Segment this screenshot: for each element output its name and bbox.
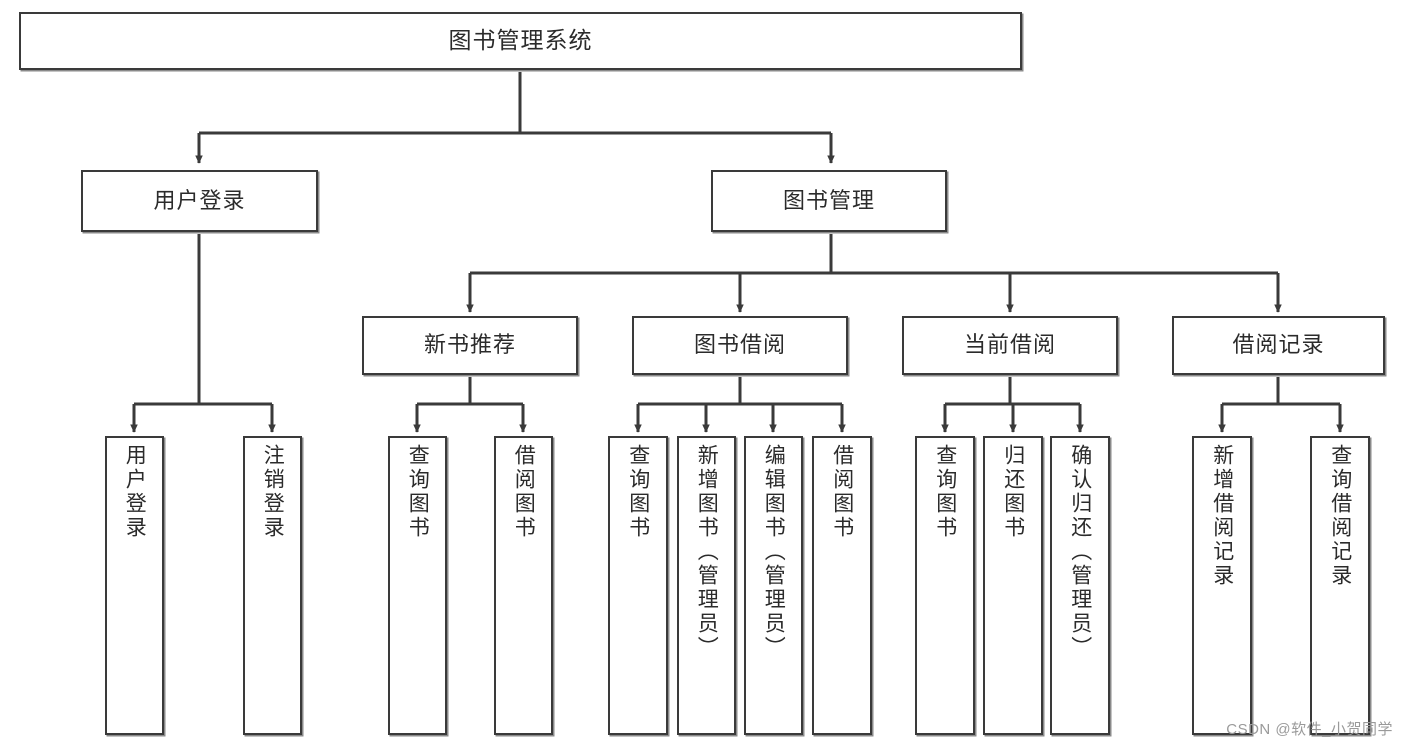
node-leaf-query-book-3[interactable]: 查询图书: [915, 436, 975, 735]
node-user-login[interactable]: 用户登录: [81, 170, 318, 232]
node-new-book-recommend[interactable]: 新书推荐: [362, 316, 578, 375]
node-leaf-add-book-admin[interactable]: 新增图书（管理员）: [677, 436, 736, 735]
node-borrow-record-label: 借阅记录: [1232, 332, 1325, 358]
node-root[interactable]: 图书管理系统: [19, 12, 1022, 70]
node-leaf-return-book-label: 归还图书: [1001, 444, 1025, 540]
node-leaf-query-borrow-record-label: 查询借阅记录: [1328, 444, 1352, 588]
node-leaf-add-borrow-record-label: 新增借阅记录: [1210, 444, 1234, 588]
node-book-manage-label: 图书管理: [782, 187, 875, 213]
node-leaf-user-logout[interactable]: 注销登录: [243, 436, 302, 735]
node-leaf-confirm-return-admin-label: 确认归还（管理员）: [1068, 444, 1092, 660]
node-leaf-confirm-return-admin[interactable]: 确认归还（管理员）: [1050, 436, 1110, 735]
node-current-borrow-label: 当前借阅: [963, 332, 1056, 358]
node-leaf-borrow-book-1-label: 借阅图书: [512, 444, 536, 540]
node-leaf-edit-book-admin-label: 编辑图书（管理员）: [762, 444, 786, 660]
node-leaf-query-book-3-label: 查询图书: [933, 444, 957, 540]
node-root-label: 图书管理系统: [448, 27, 593, 54]
node-leaf-borrow-book-2[interactable]: 借阅图书: [812, 436, 872, 735]
node-new-book-recommend-label: 新书推荐: [423, 332, 516, 358]
node-leaf-add-borrow-record[interactable]: 新增借阅记录: [1192, 436, 1252, 735]
node-leaf-borrow-book-2-label: 借阅图书: [830, 444, 854, 540]
node-book-borrow-label: 图书借阅: [693, 332, 786, 358]
node-borrow-record[interactable]: 借阅记录: [1172, 316, 1385, 375]
node-leaf-return-book[interactable]: 归还图书: [983, 436, 1043, 735]
node-leaf-user-logout-label: 注销登录: [261, 444, 285, 540]
node-leaf-query-borrow-record[interactable]: 查询借阅记录: [1310, 436, 1370, 735]
node-leaf-query-book-1-label: 查询图书: [406, 444, 430, 540]
node-leaf-user-login[interactable]: 用户登录: [105, 436, 164, 735]
node-leaf-borrow-book-1[interactable]: 借阅图书: [494, 436, 553, 735]
node-user-login-label: 用户登录: [153, 187, 246, 213]
node-leaf-query-book-2-label: 查询图书: [626, 444, 650, 540]
node-book-borrow[interactable]: 图书借阅: [632, 316, 848, 375]
node-leaf-query-book-1[interactable]: 查询图书: [388, 436, 447, 735]
node-leaf-user-login-label: 用户登录: [123, 444, 147, 540]
node-leaf-edit-book-admin[interactable]: 编辑图书（管理员）: [744, 436, 803, 735]
node-leaf-query-book-2[interactable]: 查询图书: [608, 436, 668, 735]
node-leaf-add-book-admin-label: 新增图书（管理员）: [695, 444, 719, 660]
node-book-manage[interactable]: 图书管理: [711, 170, 947, 232]
node-current-borrow[interactable]: 当前借阅: [902, 316, 1118, 375]
